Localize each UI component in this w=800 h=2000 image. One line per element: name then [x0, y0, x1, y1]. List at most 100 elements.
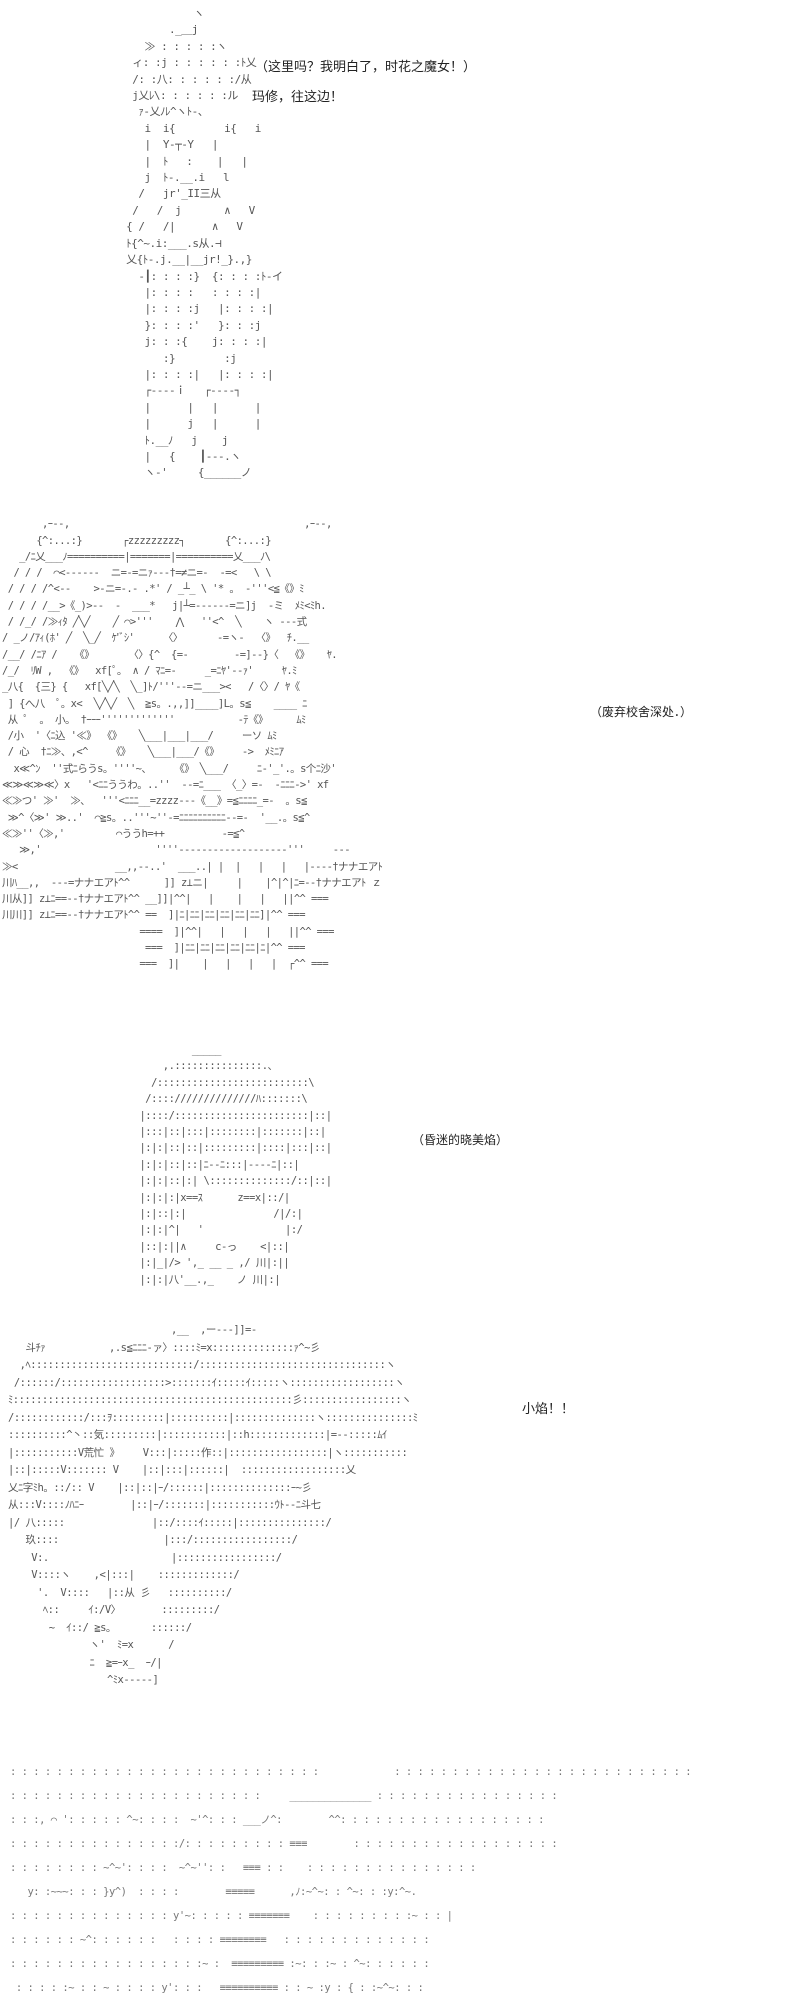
ascii-art-line: /::::::::::::/:::ｦ:::::::::|::::::::::|:…: [8, 1411, 418, 1424]
ascii-art-line: 川川]] z⊥ﾆ==--†ナナエアﾄ^^ == ]|ﾆ|ﾆﾆ|ﾆﾆ|ﾆﾆ|ﾆﾆ|…: [2, 909, 306, 922]
ascii-art-unconscious-homura: _____ ,.:::::::::::::::.、 /:::::::::::::…: [122, 1042, 332, 1288]
ascii-art-line: / / / /__>《_)>-- - ___* j|┴=------=ニ]j ‐…: [2, 599, 327, 612]
ascii-art-line: ==== ]|^^| | | | ||^^ ===: [2, 925, 334, 938]
ascii-art-line: | ﾄ : | |: [120, 154, 248, 168]
ascii-art-line: ._＿j: [120, 23, 198, 37]
ascii-art-homura-closeup: ,__ ,ー---]]=‐ 斗ﾁｧ ,.s≦ﾆﾆﾆ‐ァ〉::::ﾐ=x:::::…: [8, 1322, 418, 1690]
ascii-art-line: / 心 †ﾆ≫、,<^ 《》 ╲___|___/《》 ‐> ﾒﾐﾆｱ: [2, 746, 284, 759]
ascii-art-line: /::::::::::::::::::::::::::\: [122, 1076, 315, 1089]
ascii-art-line: ≫ : : : : :ヽ: [120, 39, 227, 53]
ascii-art-line: |:|:|::|::|ﾆ--ﾆ:::|---‐ﾆ|::|: [122, 1158, 300, 1171]
ascii-art-line: ] {へ八 ﾟ。x< ╲╱╲╱ ╲ ≧s。.,,]]____]L。s≦ ____…: [2, 697, 308, 710]
ascii-art-line: ,ｰ-‐, ,ｰ-‐,: [2, 518, 332, 531]
ascii-art-line: |::::/:::::::::::::::::::::::|::|: [122, 1109, 332, 1122]
ascii-art-line: 川从]] z⊥ﾆ==--†ナナエアﾄ^^ __]]|^^| | | | ||^^…: [2, 893, 329, 906]
ascii-art-line: ,__ ,ー---]]=‐: [8, 1324, 257, 1336]
ascii-art-line: ^ﾐx-----]: [8, 1674, 159, 1686]
ascii-art-line: _八{ {三} { xf[╲╱╲ ╲_]ﾄ/'''--=ニ___>< /〈〉/ …: [2, 681, 300, 694]
ascii-art-line: ,ﾍ::::::::::::::::::::::::::::/:::::::::…: [8, 1359, 396, 1371]
ascii-art-line: |: : : : : : : :|: [120, 285, 261, 299]
ascii-art-line: ┌----ｉ ┌----┐: [120, 384, 241, 398]
ascii-art-line: : : : : : : ~^: : : : : : : : : : ≡≡≡≡≡≡…: [10, 1934, 430, 1946]
ascii-art-line: ≪≫つ' ≫' ≫、 '''<ﾆﾆﾆ__=zzzz---《__》=≦ﾆﾆﾆﾆ_=…: [2, 795, 307, 808]
ascii-art-line: ﾄ.__ﾉ j j: [120, 433, 228, 447]
ascii-art-line: : : :, ⌒ ': : : : : ^~: : : : ~'^: : : _…: [10, 1814, 544, 1826]
ascii-art-line: / /_/ /≫ｨﾀ ╱╲╱ ╱ ⌒>''' ⋀ ''<^ ╲ ヽ ‐‐‐式: [2, 616, 307, 629]
ascii-art-line: ﾍ:: ｲ:/V〉 :::::::::/: [8, 1604, 220, 1616]
ascii-art-line: [2, 500, 382, 516]
ascii-art-line: :} :j: [120, 351, 237, 365]
ascii-art-line: : : : : : : : : : : : : : : : : : : : : …: [10, 1790, 558, 1802]
ascii-art-line: /__/ /ﾆｱ / 《》 〈〉{^ {=- -=]--}〈 《》 ﾔ.: [2, 648, 338, 661]
ascii-art-line: V:. |:::::::::::::::::/: [8, 1551, 282, 1564]
ascii-art-line: ﾄ{^~.i:___.s从.⊣: [120, 236, 222, 250]
scene-caption: （废弃校舍深处．）: [590, 705, 693, 719]
ascii-art-line: {^:...:} ┌zzzzzzzzz┐ {^:...:}: [2, 534, 271, 547]
ascii-art-line: |::|:||∧ c-っ <|::|: [122, 1240, 290, 1253]
ascii-art-line: | Y-┬-Y |: [120, 138, 218, 152]
ascii-art-line: 乂ﾆ字ﾐh。::/:: V |::|::|ｰ/::::::|::::::::::…: [8, 1481, 312, 1494]
ascii-art-line: j: : :{ j: : : :|: [120, 335, 267, 349]
ascii-art-line: ≪≫''〈≫,' ⌒ううh=++ -=≦^: [2, 827, 245, 840]
ascii-art-line: /小 '〈ﾆ込 '≪》 《》 ╲___|___|___/ ーソ ﾑﾐ: [2, 730, 278, 743]
ascii-art-line: _____: [122, 1044, 222, 1056]
ascii-art-line: === ]| | | | | ┌^^ ===: [2, 958, 329, 971]
ascii-art-line: ,.:::::::::::::::.、: [122, 1060, 278, 1073]
ascii-art-line: }: : : :' }: : :j: [120, 318, 261, 332]
ascii-art-ground-texture: : : : : : : : : : : : : : : : : : : : : …: [10, 1760, 692, 2000]
ascii-art-line: |:|:|::|:| \::::::::::::::/::|::|: [122, 1175, 332, 1188]
ascii-art-line: |/ 八::::: |::/::::ｲ:::::|:::::::::::::::…: [8, 1516, 332, 1529]
ascii-art-line: 川ﾊ__,, ---=ナナエアﾄ^^ ]] z⊥ニ| | |^|^|ﾆ=--†ナ…: [2, 876, 382, 889]
ascii-art-line: ヽ-' {______ノ: [120, 466, 252, 480]
ascii-art-line: ｧ-乂ﾉﾚ^ヽﾄ-、: [120, 105, 209, 119]
ascii-art-line: i i{ i{ i: [120, 121, 261, 135]
ascii-art-line: ≫,' ''''-------------------''' ---: [2, 844, 350, 857]
ascii-art-line: /:::://////////////ﾊ:::::::\: [122, 1093, 308, 1106]
ascii-art-line: j ﾄ-.__.i l: [120, 171, 230, 185]
ascii-art-line: : : : : : : : : : : : : : : y'~: : : : :…: [10, 1910, 453, 1922]
ascii-art-line: ::::::::::^丶::気:::::::::|:::::::::::|::h…: [8, 1429, 387, 1441]
ascii-art-line: |:|:|:|x==ｽ z==x|::/|: [122, 1191, 290, 1204]
ascii-art-line: /_/ ﾘW , 《》 xf[ﾟ。 ∧ / ﾏﾆ=- _=ﾆﾔ'--ｧ' ﾔ.ﾐ: [2, 664, 297, 677]
ascii-art-line: |:|:|八'__.,_ ノ 川|:|: [122, 1273, 281, 1286]
ascii-art-line: | | | |: [120, 400, 261, 414]
ascii-art-line: ﾆ ≧=ｰx_ ｰ/|: [8, 1656, 163, 1669]
ascii-art-line: '. V:::: |::从 彡 ::::::::::/: [8, 1586, 232, 1599]
ascii-art-line: ィ: :j : : : : : :ﾄ乂: [120, 56, 257, 70]
ascii-art-line: ≪≫≪≫≪〉x '<ﾆﾆううわ。..'' ‐-=ﾆ___ 〈_〉=- -ﾆﾆﾆ-…: [2, 779, 329, 792]
ascii-art-line: | j | |: [120, 417, 261, 431]
ascii-art-line: 乂{ﾄ-.j.__|__jr!_}.,}: [120, 253, 252, 267]
ascii-art-line: ≫< __,,--..' ___..| | | | | |---‐†ナナエアﾄ: [2, 860, 383, 873]
ascii-art-line: 从:::V::::ﾉﾊﾆｰ |::|ｰ/:::::::|:::::::::::ｳ…: [8, 1499, 321, 1511]
ascii-art-line: | { ┃‐‐-.ヽ: [120, 449, 241, 463]
ascii-art-line: : : : : : : : : : : : : : : : : :~ : ≡≡≡…: [10, 1958, 430, 1970]
ascii-art-line: === ]|ﾆﾆ|ﾆﾆ|ﾆﾆ|ﾆﾆ|ﾆﾆ|ﾆ|^^ ===: [2, 942, 305, 955]
ascii-art-line: x≪^ﾝ ''式ﾆらうs。''''~、 《》 ╲___/ ﾆ-'_'.。s个ﾆ沙…: [2, 762, 336, 775]
ascii-art-line: _/ﾆ乂___ﾉ==========|=======|==========乂__…: [2, 550, 271, 563]
ascii-art-line: : : : : : : : : : : : : : : :/: : : : : …: [10, 1838, 558, 1850]
ascii-art-line: / / / /^<-- >-ニ=-.- .*' / _┴_ \ '* 。 ‐''…: [2, 583, 305, 596]
ascii-art-line: : : : : : : : : ~^~': : : : ~^~'': : ≡≡≡…: [10, 1862, 476, 1874]
ascii-art-character-standing: ヽ ._＿j ≫ : : : : :ヽ ィ: :j : : : : : :ﾄ乂 …: [120, 6, 283, 482]
ascii-art-abandoned-school: ,ｰ-‐, ,ｰ-‐, {^:...:} ┌zzzzzzzzz┐ {^:...:…: [2, 500, 383, 973]
ascii-art-line: / / j ∧ V: [120, 203, 255, 217]
ascii-art-line: y: :~~~: : : }y^) : : : : ≡≡≡≡≡ ,ﾉ:~^~: …: [10, 1886, 417, 1898]
dialogue-line-1: （这里吗？我明白了，时花之魔女！）: [255, 60, 477, 75]
ascii-art-line: / _ノ/ｱｨ(ﾎ' ╱ ╲_╱ ｹ'ﾞｼ' 〈〉 -=ヽ- 〈》 ﾁ.__: [2, 632, 309, 645]
ascii-art-line: 玖:::: |:::/:::::::::::::::::/: [8, 1534, 298, 1546]
exclamation-line: 小焰！！: [522, 1402, 575, 1417]
ascii-art-line: / jr'_II三从: [120, 187, 221, 201]
ascii-art-line: ≫^〈≫' ≫..' ⌒≧s。..'''~''-=ﾆﾆﾆﾆﾆﾆﾆﾆﾆﾆ--=- …: [2, 811, 311, 824]
ascii-art-line: |:::|::|:::|::::::::|:::::::|::|: [122, 1126, 326, 1139]
ascii-art-line: { / /| ∧ V: [120, 220, 243, 234]
ascii-art-line: ヽ: [120, 7, 204, 20]
ascii-art-line: |: : : :| |: : : :|: [120, 367, 274, 381]
ascii-art-line: / / / ⌒<------ ニ=-=ニｧ--‐†=≠ニ=- -=< \ \: [2, 567, 271, 580]
ascii-art-line: /::::::/::::::::::::::::::>:::::::ｲ:::::…: [8, 1376, 405, 1389]
ascii-art-line: ∼ ｲ::/ ≧s。 ::::::/: [8, 1621, 192, 1634]
ascii-art-line: |:::::::::::V荒忙 》 V:::|:::::作::|::::::::…: [8, 1446, 408, 1459]
ascii-art-line: ﾐ:::::::::::::::::::::::::::::::::::::::…: [8, 1394, 412, 1406]
ascii-art-line: |:|::|:| /|/:|: [122, 1208, 303, 1221]
dialogue-line-2: 玛修，往这边！: [252, 90, 344, 105]
ascii-art-line: |:|:|^| ' |:/: [122, 1224, 303, 1237]
